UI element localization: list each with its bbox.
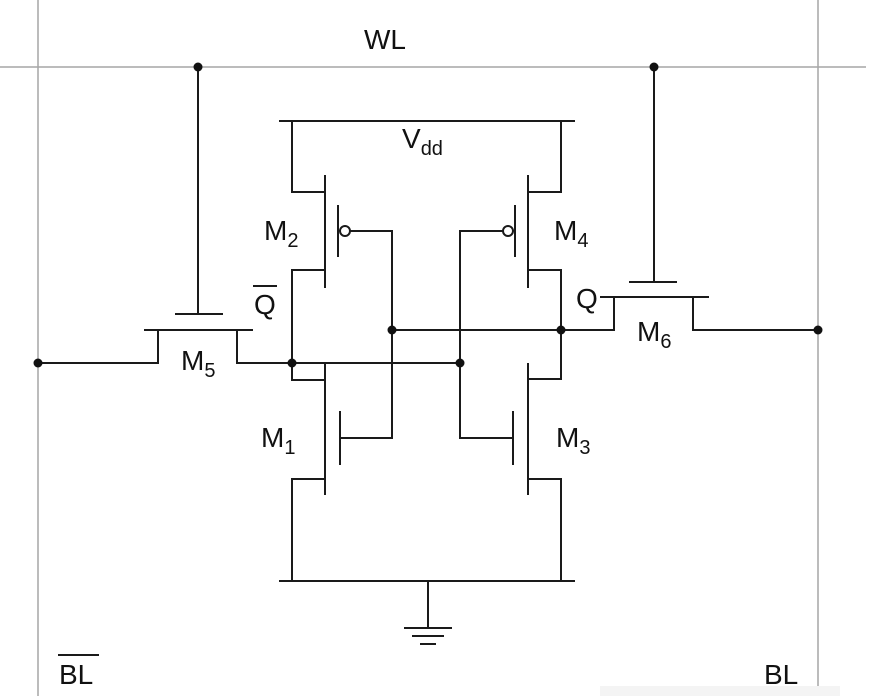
junction-dots (33, 62, 823, 368)
svg-text:Q: Q (254, 289, 276, 320)
transistor-m3 (459, 363, 562, 582)
bitline-bar-label: BL (58, 654, 99, 690)
m1-label: M1 (261, 422, 295, 459)
watermark (600, 686, 840, 696)
m2-label: M2 (264, 215, 298, 252)
ground-symbol (279, 580, 575, 645)
transistor-m1 (291, 362, 393, 582)
bitline-label: BL (764, 659, 798, 690)
m4-label: M4 (554, 215, 588, 252)
transistor-m6 (600, 296, 819, 331)
m5-label: M5 (181, 345, 215, 382)
q-bar-node-label: Q (253, 285, 277, 320)
wordline-label: WL (364, 24, 406, 55)
vdd-label: Vdd (402, 123, 443, 160)
transistor-m5 (37, 329, 293, 364)
m3-label: M3 (556, 422, 590, 459)
cross-coupling-wires (291, 230, 615, 439)
transistor-m2 (291, 120, 393, 364)
wordline-taps (175, 66, 677, 315)
m6-label: M6 (637, 316, 671, 353)
transistor-m4 (459, 120, 562, 380)
q-node-label: Q (576, 283, 598, 314)
svg-text:BL: BL (59, 659, 93, 690)
